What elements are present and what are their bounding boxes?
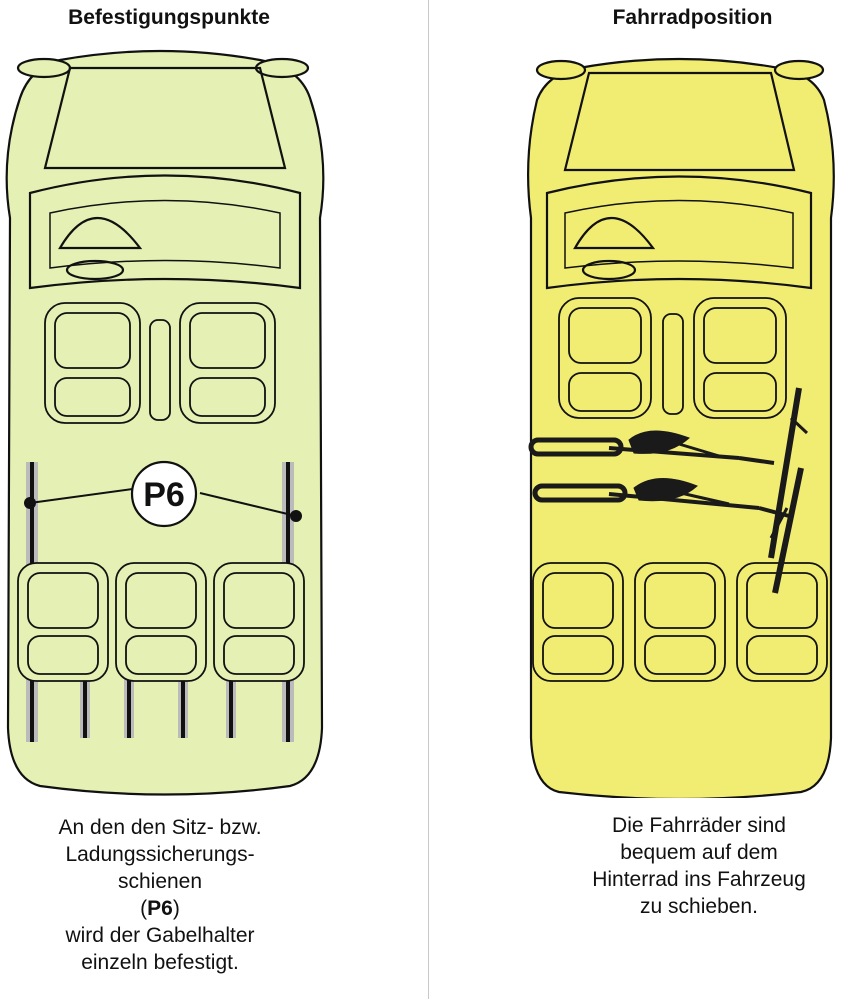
right-panel-title: Fahrradposition xyxy=(612,6,773,29)
left-caption-line2: Ladungssicherungs- xyxy=(65,843,255,866)
left-caption-line3: schienen xyxy=(117,870,203,893)
dashboard xyxy=(28,174,302,290)
windshield xyxy=(563,71,796,172)
left-caption-line4: (P6) xyxy=(140,897,180,920)
left-caption: An den den Sitz- bzw. Ladungssicherungs-… xyxy=(10,814,310,976)
front-seats xyxy=(44,302,276,424)
right-panel: Fahrradposition xyxy=(429,0,856,999)
van-body xyxy=(5,49,325,796)
rear-seats xyxy=(17,562,305,682)
bicycle-2 xyxy=(532,467,804,594)
left-caption-line6: einzeln befestigt. xyxy=(81,951,239,974)
van-top-view-bike-position xyxy=(526,57,835,798)
right-caption-line2: bequem auf dem xyxy=(620,841,778,864)
right-caption-line4: zu schieben. xyxy=(640,895,758,918)
p6-badge-label: P6 xyxy=(143,476,185,514)
right-caption-line3: Hinterrad ins Fahrzeug xyxy=(592,868,806,891)
right-caption: Die Fahrräder sind bequem auf dem Hinter… xyxy=(539,812,856,920)
bicycles xyxy=(528,387,809,594)
left-panel: Befestigungspunkte xyxy=(5,6,325,976)
van-top-view-mounting-points: P6 xyxy=(5,49,325,796)
p6-badge-circle xyxy=(130,460,198,528)
right-caption-line1: Die Fahrräder sind xyxy=(612,814,786,837)
panel-divider xyxy=(428,0,429,999)
left-caption-line5: wird der Gabelhalter xyxy=(65,924,255,947)
rear-seats xyxy=(532,562,828,682)
left-panel-title: Befestigungspunkte xyxy=(68,6,270,29)
left-caption-p6: P6 xyxy=(147,897,173,920)
front-seats xyxy=(558,297,787,419)
p6-pointer-lines xyxy=(29,487,297,517)
left-caption-line1: An den den Sitz- bzw. xyxy=(58,816,262,839)
windshield xyxy=(43,66,287,170)
